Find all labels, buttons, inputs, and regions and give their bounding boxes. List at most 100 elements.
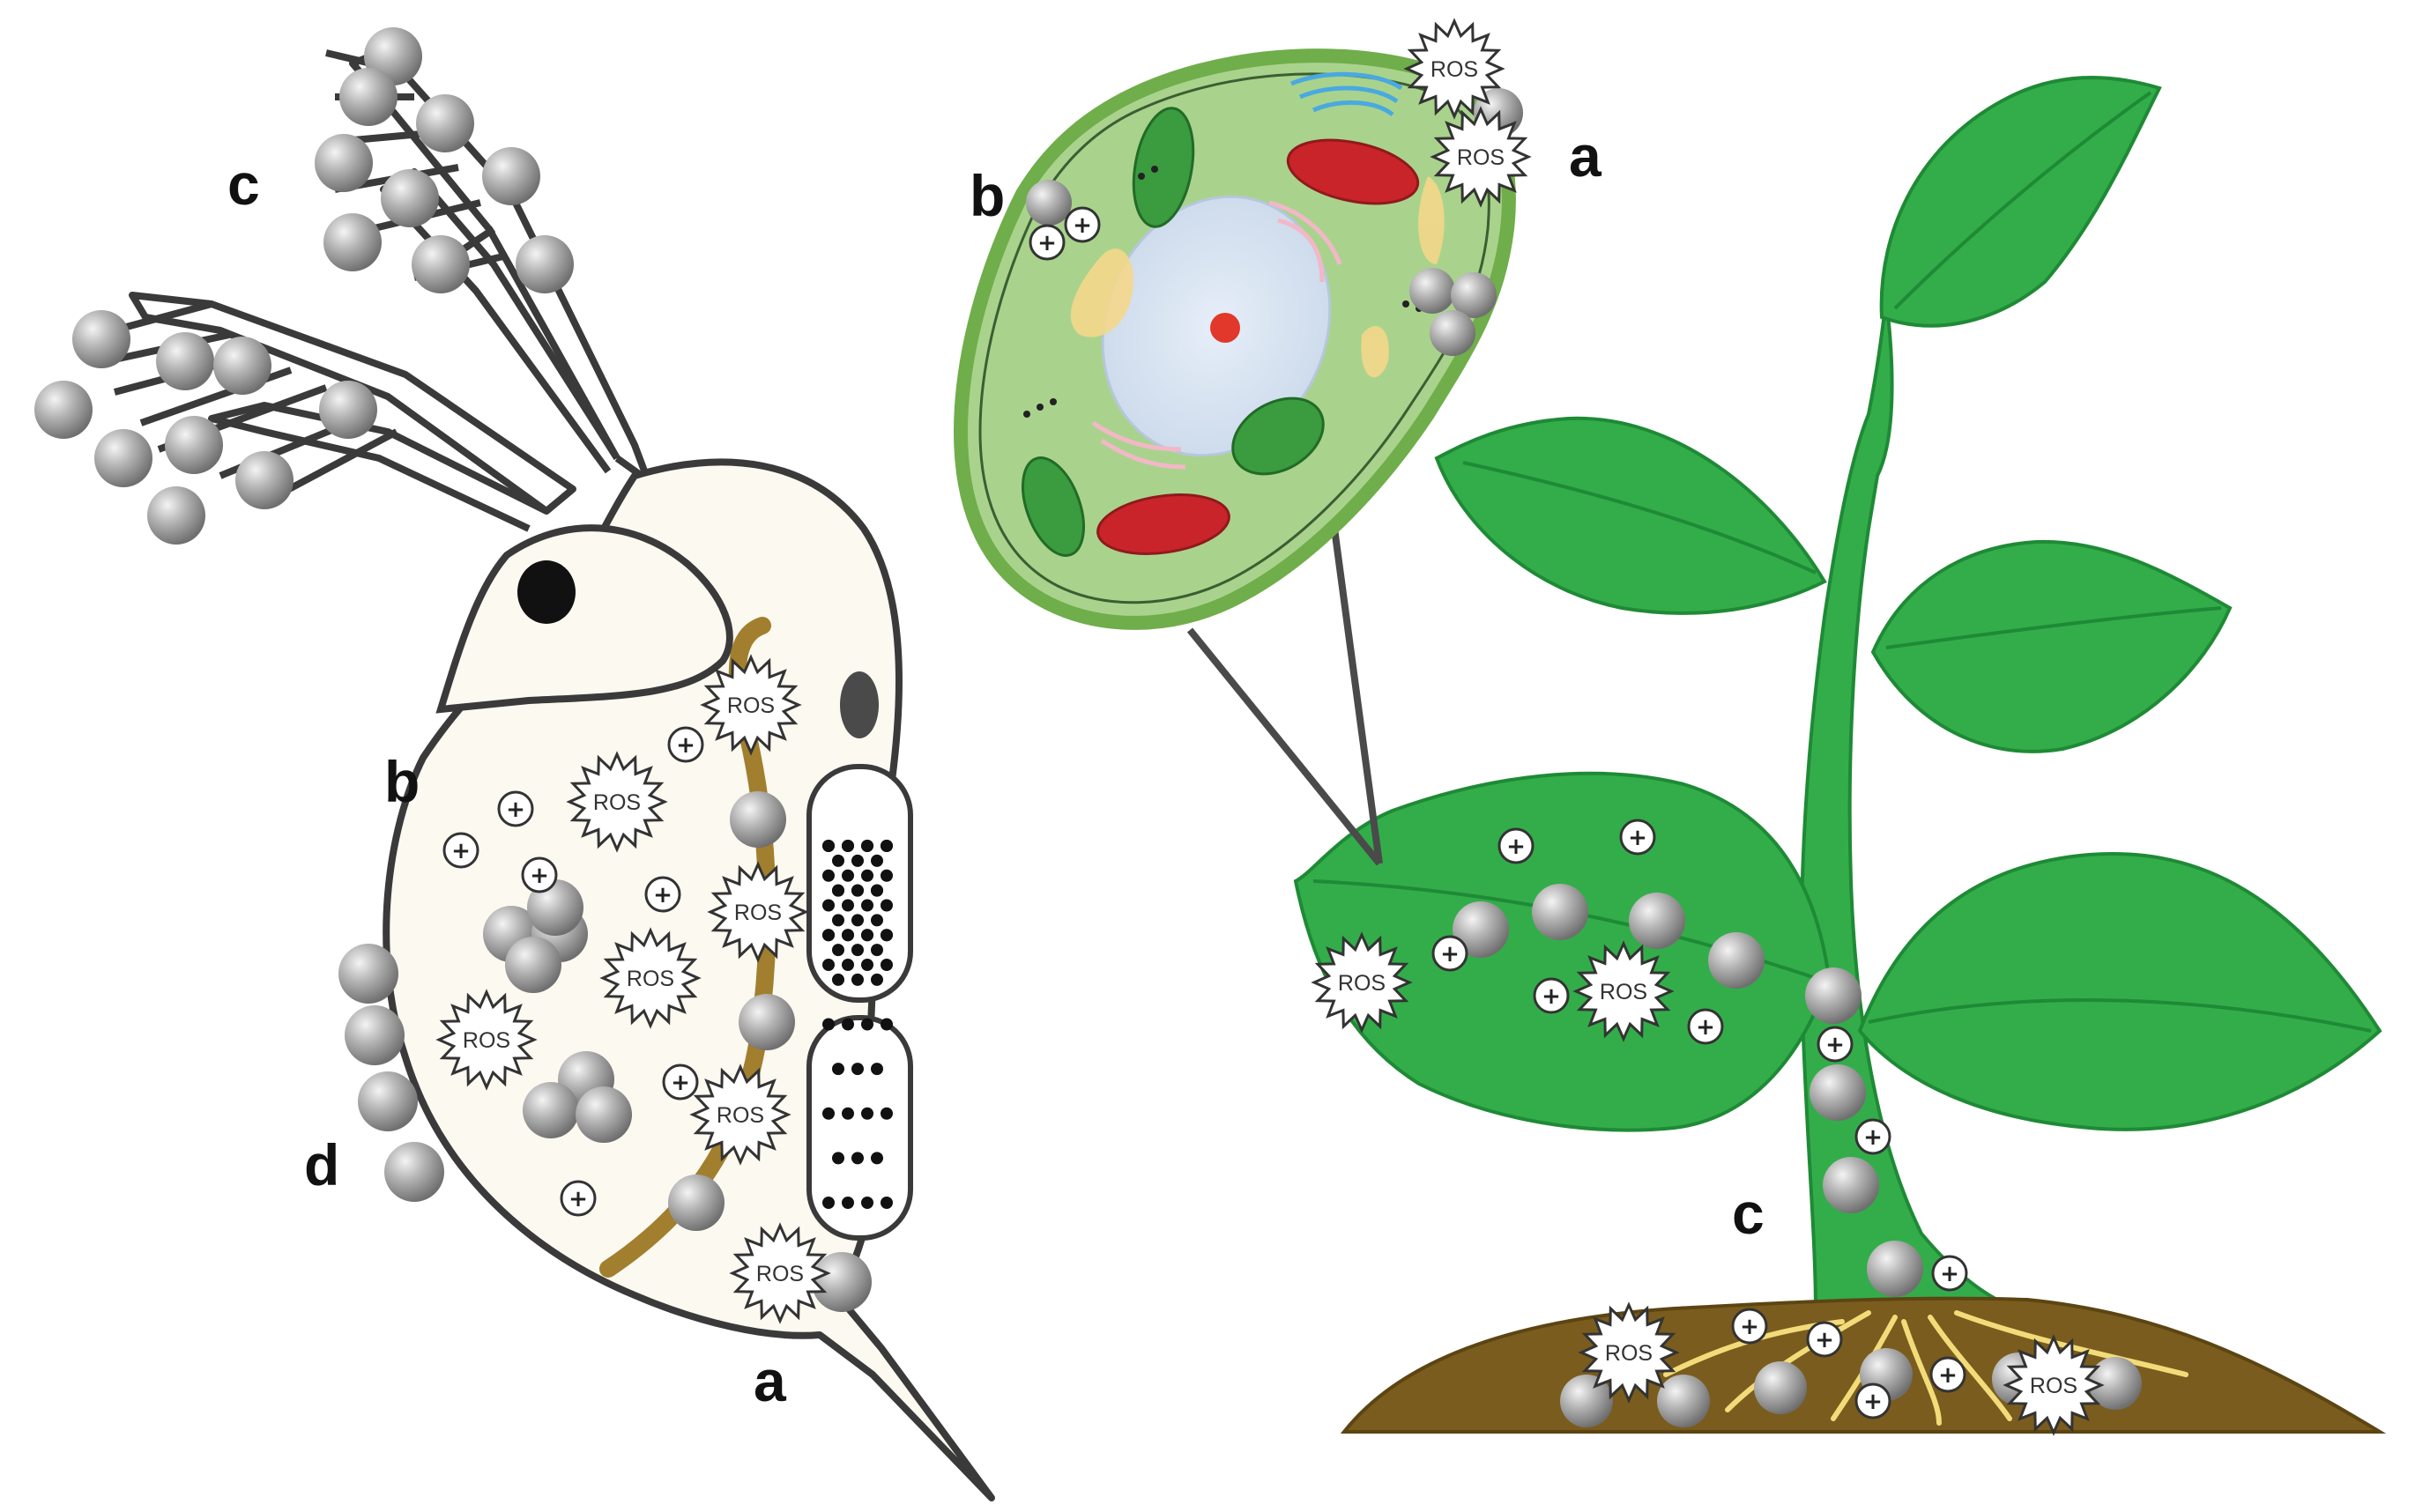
positive-charge-marker: + (560, 1180, 597, 1217)
egg-dot (842, 869, 854, 882)
positive-charge-marker: + (497, 790, 534, 827)
ros-label: ROS (1600, 980, 1647, 1004)
plant-stem (1799, 299, 2028, 1315)
egg-dot (822, 899, 835, 912)
egg-dot (861, 959, 873, 971)
ros-marker: ROS (700, 654, 802, 756)
egg-dot (861, 840, 873, 852)
cell-mitochondria (1096, 138, 1420, 555)
ros-burst-icon (707, 861, 809, 963)
egg-dot (851, 973, 864, 986)
egg-dot (832, 944, 844, 957)
ros-label: ROS (463, 1028, 510, 1053)
egg-dot (832, 1063, 844, 1076)
positive-charge-marker: + (1431, 935, 1468, 972)
ros-marker: ROS (1430, 106, 1532, 208)
ros-label: ROS (593, 790, 641, 815)
plus-label: + (1825, 1032, 1845, 1058)
egg-dot (851, 1063, 864, 1076)
cell-chloroplasts (1022, 107, 1325, 557)
ros-marker: ROS (1403, 18, 1505, 120)
egg-dot (881, 840, 893, 852)
ros-burst-icon (1430, 106, 1532, 208)
plus-label: + (1938, 1362, 1958, 1389)
egg-dot (822, 1107, 835, 1120)
egg-dot (822, 869, 835, 882)
ros-marker: ROS (1311, 931, 1413, 1034)
daphnia-label-c: c (227, 152, 260, 217)
plant-cell (953, 48, 1523, 630)
egg-dot (832, 854, 844, 867)
positive-charge-marker: + (1533, 977, 1570, 1014)
egg-dot (861, 929, 873, 942)
plus-label: + (1440, 941, 1460, 967)
egg-dot (822, 959, 835, 971)
ros-marker: ROS (1578, 1301, 1680, 1404)
egg-dot (851, 944, 864, 957)
positive-charge-marker: + (1817, 1026, 1854, 1063)
ros-label: ROS (756, 1262, 804, 1286)
egg-dot (871, 854, 883, 867)
egg-dot (842, 1018, 854, 1031)
daphnia-heart (840, 671, 879, 738)
egg-dot (871, 914, 883, 927)
positive-charge-marker: + (1731, 1308, 1768, 1345)
ros-label: ROS (1457, 145, 1505, 170)
egg-dot (842, 959, 854, 971)
plus-circle-icon (442, 832, 479, 869)
plus-circle-icon (521, 856, 558, 893)
egg-dot (871, 1152, 883, 1165)
plus-label: + (1628, 825, 1647, 851)
ros-label: ROS (727, 693, 775, 718)
plus-circle-icon (1497, 827, 1535, 864)
egg-dot (861, 899, 873, 912)
plus-label: + (653, 882, 673, 908)
ros-label: ROS (1605, 1341, 1653, 1366)
positive-charge-markers: +++++++++++++++++++++ (442, 206, 1968, 1419)
plant-leaves (1293, 76, 2382, 1132)
egg-dot (881, 929, 893, 942)
positive-charge-marker: + (662, 1064, 699, 1101)
cell-label-a: a (1569, 123, 1602, 189)
egg-dot (851, 884, 864, 897)
ros-marker: ROS (1572, 940, 1675, 1042)
egg-dot (871, 1063, 883, 1076)
panel-labels: c b d a b a c (227, 123, 1765, 1413)
plus-label: + (1863, 1389, 1883, 1415)
plant-particles (1453, 884, 2142, 1427)
ros-marker: ROS (435, 989, 538, 1091)
egg-dot (881, 899, 893, 912)
cell-organelles (1070, 176, 1445, 378)
plus-label: + (1696, 1014, 1715, 1041)
egg-dot (881, 1107, 893, 1120)
plus-circle-icon (1854, 1382, 1891, 1419)
plus-label: + (530, 863, 549, 889)
daphnia-egg-dots (822, 840, 893, 1209)
ros-burst-icon (2003, 1334, 2105, 1436)
plus-label: + (451, 838, 471, 864)
ros-burst-icon (1311, 931, 1413, 1034)
plus-label: + (1740, 1314, 1759, 1340)
cell-label-b: b (970, 163, 1005, 228)
egg-dot (871, 973, 883, 986)
plus-label: + (1542, 983, 1561, 1010)
positive-charge-marker: + (1064, 206, 1101, 243)
ros-marker: ROS (2003, 1334, 2105, 1436)
egg-dot (871, 944, 883, 957)
egg-dot (822, 1018, 835, 1031)
positive-charge-marker: + (1929, 1356, 1966, 1393)
plus-label: + (1815, 1327, 1834, 1353)
egg-dot (832, 1152, 844, 1165)
egg-dot (881, 1197, 893, 1209)
ros-marker: ROS (599, 927, 702, 1029)
daphnia-antenna-particles (34, 27, 574, 545)
cell-callout-lines (1186, 501, 1383, 866)
egg-dot (832, 914, 844, 927)
positive-charge-marker: + (1619, 819, 1656, 856)
positive-charge-marker: + (1931, 1255, 1968, 1292)
ros-marker: ROS (566, 751, 668, 853)
plus-label: + (568, 1186, 588, 1212)
positive-charge-marker: + (1854, 1382, 1891, 1419)
